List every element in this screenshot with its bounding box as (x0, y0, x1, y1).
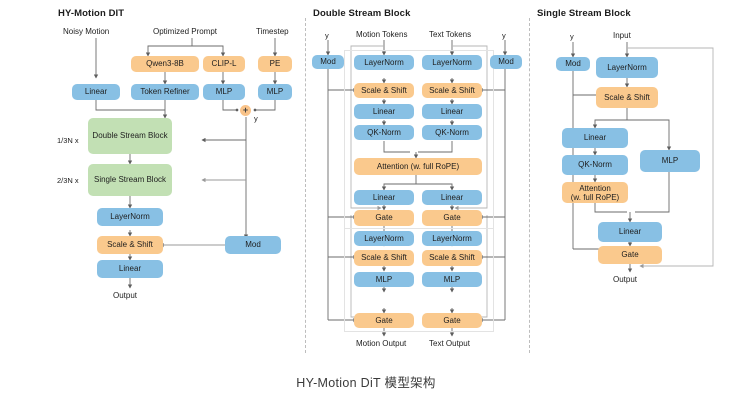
node-qwen3-8b[interactable]: Qwen3-8B (131, 56, 199, 72)
output-label-right: Output (613, 275, 638, 284)
node-pe[interactable]: PE (258, 56, 292, 72)
ss-attention-line2: (w. full RoPE) (570, 192, 620, 202)
output-label-motion: Motion Output (356, 339, 407, 348)
node-double-stream-block[interactable]: Double Stream Block (88, 118, 172, 154)
node-linear-final[interactable]: Linear (97, 260, 163, 278)
stream-label-text-tokens: Text Tokens (429, 30, 472, 39)
double-stream-mlp-frame (344, 228, 494, 332)
node-scale-shift-final[interactable]: Scale & Shift (97, 236, 163, 254)
node-mlp-pe[interactable]: MLP (258, 84, 292, 100)
ds-motion-linear-1[interactable]: Linear (354, 104, 414, 119)
panel-title-right: Single Stream Block (537, 8, 631, 19)
ds-text-scale-shift-2[interactable]: Scale & Shift (422, 250, 482, 266)
node-mod-middle-left[interactable]: Mod (312, 55, 344, 69)
ss-attention-line1: Attention (579, 183, 611, 193)
ss-scale-shift[interactable]: Scale & Shift (596, 87, 658, 108)
input-label-optimized-prompt: Optimized Prompt (153, 27, 218, 36)
ss-qk-norm[interactable]: QK-Norm (562, 155, 628, 175)
ds-text-layernorm-1[interactable]: LayerNorm (422, 55, 482, 70)
ss-linear-2[interactable]: Linear (598, 222, 662, 242)
ds-text-linear-1[interactable]: Linear (422, 104, 482, 119)
ds-motion-layernorm-1[interactable]: LayerNorm (354, 55, 414, 70)
ss-input-label-input: Input (613, 31, 631, 40)
output-label-left: Output (113, 291, 138, 300)
divider-right (529, 18, 530, 353)
ds-motion-scale-shift-1[interactable]: Scale & Shift (354, 83, 414, 98)
figure-caption: HY-Motion DiT 模型架构 (296, 376, 436, 390)
stream-label-motion-tokens: Motion Tokens (356, 30, 408, 39)
ss-linear-1[interactable]: Linear (562, 128, 628, 148)
divider-left (305, 18, 306, 353)
node-mod-left[interactable]: Mod (225, 236, 281, 254)
node-linear-motion[interactable]: Linear (72, 84, 120, 100)
repeat-label-double: 1/3N x (57, 136, 79, 145)
node-clip-l[interactable]: CLIP-L (203, 56, 245, 72)
ss-input-label-y: y (570, 32, 574, 41)
panel-title-middle: Double Stream Block (313, 8, 411, 19)
ds-motion-scale-shift-2[interactable]: Scale & Shift (354, 250, 414, 266)
ss-gate[interactable]: Gate (598, 246, 662, 264)
ds-text-scale-shift-1[interactable]: Scale & Shift (422, 83, 482, 98)
panel-title-left: HY-Motion DIT (58, 8, 125, 19)
input-label-noisy-motion: Noisy Motion (63, 27, 110, 36)
input-label-timestep: Timestep (256, 27, 289, 36)
ds-text-gate-1[interactable]: Gate (422, 210, 482, 226)
node-layernorm-final[interactable]: LayerNorm (97, 208, 163, 226)
stream-label-y-right: y (502, 31, 506, 40)
node-single-stream-block[interactable]: Single Stream Block (88, 164, 172, 196)
ds-motion-linear-2[interactable]: Linear (354, 190, 414, 205)
ss-layernorm[interactable]: LayerNorm (596, 57, 658, 78)
ds-motion-gate-1[interactable]: Gate (354, 210, 414, 226)
output-label-text: Text Output (429, 339, 470, 348)
ds-text-layernorm-2[interactable]: LayerNorm (422, 231, 482, 246)
node-mlp-clip[interactable]: MLP (203, 84, 245, 100)
ds-motion-gate-2[interactable]: Gate (354, 313, 414, 328)
ss-mlp[interactable]: MLP (640, 150, 700, 172)
ds-text-linear-2[interactable]: Linear (422, 190, 482, 205)
ds-attention[interactable]: Attention (w. full RoPE) (354, 158, 482, 175)
ds-motion-mlp[interactable]: MLP (354, 272, 414, 287)
stream-label-y-left: y (325, 31, 329, 40)
ds-text-gate-2[interactable]: Gate (422, 313, 482, 328)
node-mod-middle-right[interactable]: Mod (490, 55, 522, 69)
sum-junction: + (240, 105, 251, 116)
ds-motion-qk-norm[interactable]: QK-Norm (354, 125, 414, 140)
junction-label-y: y (254, 114, 258, 123)
ss-attention[interactable]: Attention (w. full RoPE) (562, 182, 628, 203)
ss-mod[interactable]: Mod (556, 57, 590, 71)
ds-text-mlp[interactable]: MLP (422, 272, 482, 287)
ds-motion-layernorm-2[interactable]: LayerNorm (354, 231, 414, 246)
node-token-refiner[interactable]: Token Refiner (131, 84, 199, 100)
repeat-label-single: 2/3N x (57, 176, 79, 185)
ds-text-qk-norm[interactable]: QK-Norm (422, 125, 482, 140)
